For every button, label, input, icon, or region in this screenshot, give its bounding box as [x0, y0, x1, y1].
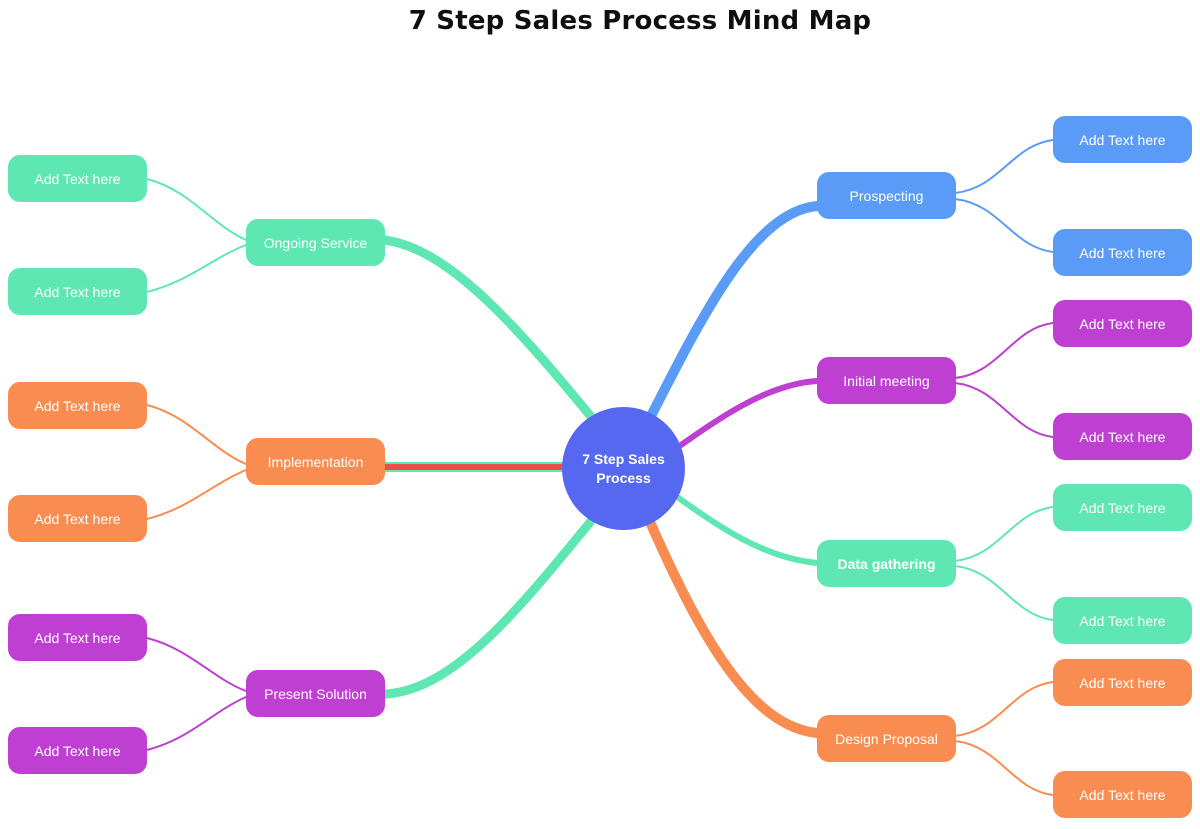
- edge-center-ongoing-service: [379, 235, 607, 435]
- child-node-implementation-1[interactable]: Add Text here: [8, 382, 147, 429]
- edge-center-design-proposal: [645, 517, 822, 738]
- edge-center-data-gathering: [673, 493, 820, 566]
- edge-ongoing-service-child-2: [146, 244, 247, 293]
- edge-present-solution-child-1: [146, 637, 247, 692]
- edge-implementation-child-2: [146, 469, 247, 520]
- edge-design-proposal-child-2: [954, 740, 1054, 796]
- branch-node-present-solution[interactable]: Present Solution: [246, 670, 385, 717]
- branch-node-prospecting[interactable]: Prospecting: [817, 172, 956, 219]
- center-node[interactable]: 7 Step Sales Process: [562, 407, 685, 530]
- edge-center-initial-meeting: [678, 378, 820, 448]
- child-node-data-gathering-1[interactable]: Add Text here: [1053, 484, 1192, 531]
- edge-prospecting-child-2: [954, 198, 1054, 253]
- edge-center-present-solution: [380, 505, 605, 699]
- child-node-present-solution-2[interactable]: Add Text here: [8, 727, 147, 774]
- child-node-prospecting-2[interactable]: Add Text here: [1053, 229, 1192, 276]
- edge-data-gathering-child-1: [954, 506, 1054, 562]
- child-node-design-proposal-1[interactable]: Add Text here: [1053, 659, 1192, 706]
- child-node-ongoing-service-2[interactable]: Add Text here: [8, 268, 147, 315]
- branch-node-implementation[interactable]: Implementation: [246, 438, 385, 485]
- edge-present-solution-child-2: [146, 696, 247, 751]
- child-node-prospecting-1[interactable]: Add Text here: [1053, 116, 1192, 163]
- branch-node-initial-meeting[interactable]: Initial meeting: [817, 357, 956, 404]
- child-node-data-gathering-2[interactable]: Add Text here: [1053, 597, 1192, 644]
- child-node-implementation-2[interactable]: Add Text here: [8, 495, 147, 542]
- child-node-initial-meeting-2[interactable]: Add Text here: [1053, 413, 1192, 460]
- edge-center-prospecting: [645, 201, 822, 423]
- child-node-ongoing-service-1[interactable]: Add Text here: [8, 155, 147, 202]
- child-node-initial-meeting-1[interactable]: Add Text here: [1053, 300, 1192, 347]
- page-title: 7 Step Sales Process Mind Map: [408, 6, 872, 36]
- edge-implementation-child-1: [146, 404, 247, 465]
- branch-node-ongoing-service[interactable]: Ongoing Service: [246, 219, 385, 266]
- edge-prospecting-child-1: [954, 139, 1054, 194]
- edge-ongoing-service-child-1: [146, 178, 247, 241]
- edge-initial-meeting-child-1: [954, 322, 1054, 379]
- edge-data-gathering-child-2: [954, 565, 1054, 621]
- edge-initial-meeting-child-2: [954, 382, 1054, 438]
- branch-node-design-proposal[interactable]: Design Proposal: [817, 715, 956, 762]
- branch-node-data-gathering[interactable]: Data gathering: [817, 540, 956, 587]
- child-node-design-proposal-2[interactable]: Add Text here: [1053, 771, 1192, 818]
- edge-design-proposal-child-1: [954, 681, 1054, 737]
- child-node-present-solution-1[interactable]: Add Text here: [8, 614, 147, 661]
